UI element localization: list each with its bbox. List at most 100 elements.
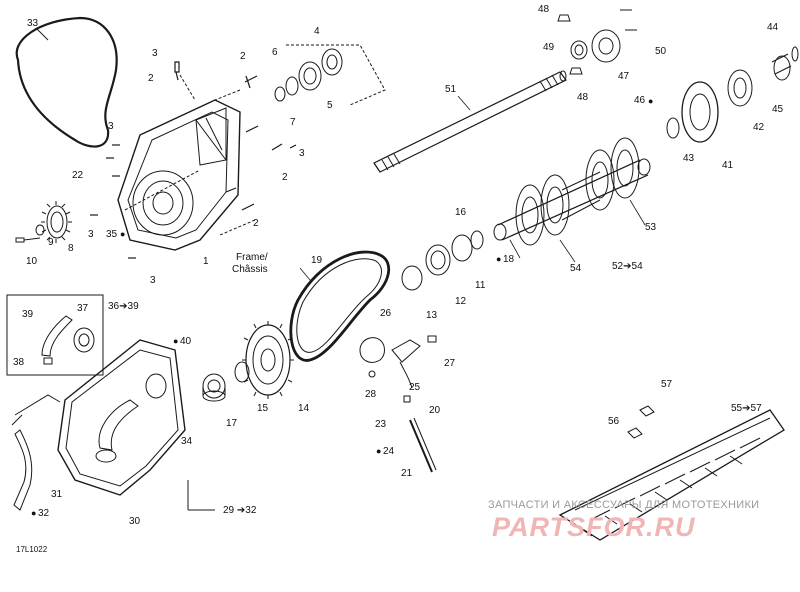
callout-3: 3 [150, 275, 156, 286]
callout-40: 40 [180, 336, 192, 347]
bolt-part-10 [15, 237, 41, 243]
callout-6: 6 [272, 47, 278, 58]
callout-45: 45 [772, 104, 784, 115]
callout-23: 23 [375, 419, 387, 430]
callout-24: 24 [383, 446, 395, 457]
track-part-55 [558, 409, 785, 541]
oil-drop-icon: ● [31, 508, 37, 518]
callout-8: 8 [68, 243, 74, 254]
callout-3: 3 [88, 229, 94, 240]
oil-drop-icon: ● [648, 96, 654, 106]
callout-16: 16 [455, 207, 467, 218]
callout-50: 50 [655, 46, 667, 57]
callout-31: 31 [51, 489, 63, 500]
seal-loop-part-33 [15, 16, 118, 148]
callout-19: 19 [311, 255, 323, 266]
chaincase-housing-part-1 [117, 99, 241, 251]
callout-15: 15 [257, 403, 269, 414]
shaft-part-51 [373, 70, 567, 173]
callout-44: 44 [767, 22, 779, 33]
callout-2: 2 [282, 172, 288, 183]
callout-27: 27 [444, 358, 456, 369]
oil-drop-icon: ● [376, 446, 382, 456]
callout-18: 18 [503, 254, 515, 265]
callout-14: 14 [298, 403, 310, 414]
callout-22: 22 [72, 170, 84, 181]
callout-2: 2 [253, 218, 259, 229]
callout-32: 32 [38, 508, 50, 519]
sprocket-right [585, 137, 640, 211]
callout-13: 13 [426, 310, 438, 321]
callout-38: 38 [13, 357, 25, 368]
callout-9: 9 [48, 237, 54, 248]
chaincase-cover-part-30 [57, 339, 215, 511]
callout-41: 41 [722, 160, 734, 171]
bolts-part-2-3 [90, 61, 297, 259]
callout-57: 57 [661, 379, 673, 390]
callout-35: 35 [106, 229, 118, 240]
callout-7: 7 [290, 117, 296, 128]
callout-46: 46 [634, 95, 646, 106]
oil-drop-icon: ● [496, 254, 502, 264]
seals-11-12-16 [425, 230, 484, 276]
gear-part-14 [242, 321, 294, 399]
sprocket-left [515, 174, 570, 246]
drive-axle-52-54 [493, 137, 651, 246]
tensioner-parts-20-28 [359, 335, 437, 473]
leader-lines [299, 95, 646, 281]
callout-3: 3 [108, 121, 114, 132]
callout-1: 1 [203, 256, 209, 267]
callout-30: 30 [129, 516, 141, 527]
ring-part-13 [401, 265, 423, 291]
callout-3: 3 [152, 48, 158, 59]
bearing-support-47-50 [557, 9, 637, 75]
leader-box-4 [286, 44, 386, 106]
chain-part-19 [289, 250, 390, 362]
callout-33: 33 [27, 18, 39, 29]
diagram-id: 17L1022 [16, 545, 48, 554]
callout-25: 25 [409, 382, 421, 393]
watermark-brand: PARTSFOR.RU [492, 512, 696, 542]
housing-parts-41-46 [666, 46, 799, 143]
callout-4: 4 [314, 26, 320, 37]
callout-42: 42 [753, 122, 765, 133]
leader-31 [14, 394, 61, 416]
callout-3: 3 [299, 148, 305, 159]
callout-20: 20 [429, 405, 441, 416]
leader-lines-housing [179, 74, 256, 236]
callout-55-57: 55➔57 [731, 403, 762, 414]
callout-34: 34 [181, 436, 193, 447]
callout-39: 39 [22, 309, 34, 320]
callout-48: 48 [577, 92, 589, 103]
callout-28: 28 [365, 389, 377, 400]
bearing-part-17 [202, 373, 226, 402]
oil-drop-icon: ● [120, 229, 126, 239]
bearings-4-5-6-7 [274, 48, 343, 102]
callout-43: 43 [683, 153, 695, 164]
callout-36-39: 36➔39 [108, 301, 139, 312]
spacer-part-15 [234, 361, 250, 383]
callout-51: 51 [445, 84, 457, 95]
callout-26: 26 [380, 308, 392, 319]
callout-2: 2 [240, 51, 246, 62]
callout-10: 10 [26, 256, 38, 267]
callout-37: 37 [77, 303, 89, 314]
callout-11: 11 [475, 280, 486, 291]
callout-29-32: 29 ➔32 [223, 505, 257, 516]
frame-label-line1: Frame/ [236, 252, 268, 263]
callout-47: 47 [618, 71, 630, 82]
callout-56: 56 [608, 416, 620, 427]
callout-48: 48 [538, 4, 550, 15]
leader-33 [35, 27, 49, 41]
callout-5: 5 [327, 100, 333, 111]
track-clips-56-57 [627, 405, 655, 439]
callout-53: 53 [645, 222, 657, 233]
watermark-caption: ЗАПЧАСТИ И АКСЕССУАРЫ ДЛЯ МОТОТЕХНИКИ [488, 499, 760, 511]
callout-17: 17 [226, 418, 238, 429]
kit-box-36-39 [6, 294, 104, 376]
callout-52-54: 52➔54 [612, 261, 643, 272]
dipstick-part-31 [11, 414, 33, 511]
oil-drop-icon: ● [173, 336, 179, 346]
callout-2: 2 [148, 73, 154, 84]
